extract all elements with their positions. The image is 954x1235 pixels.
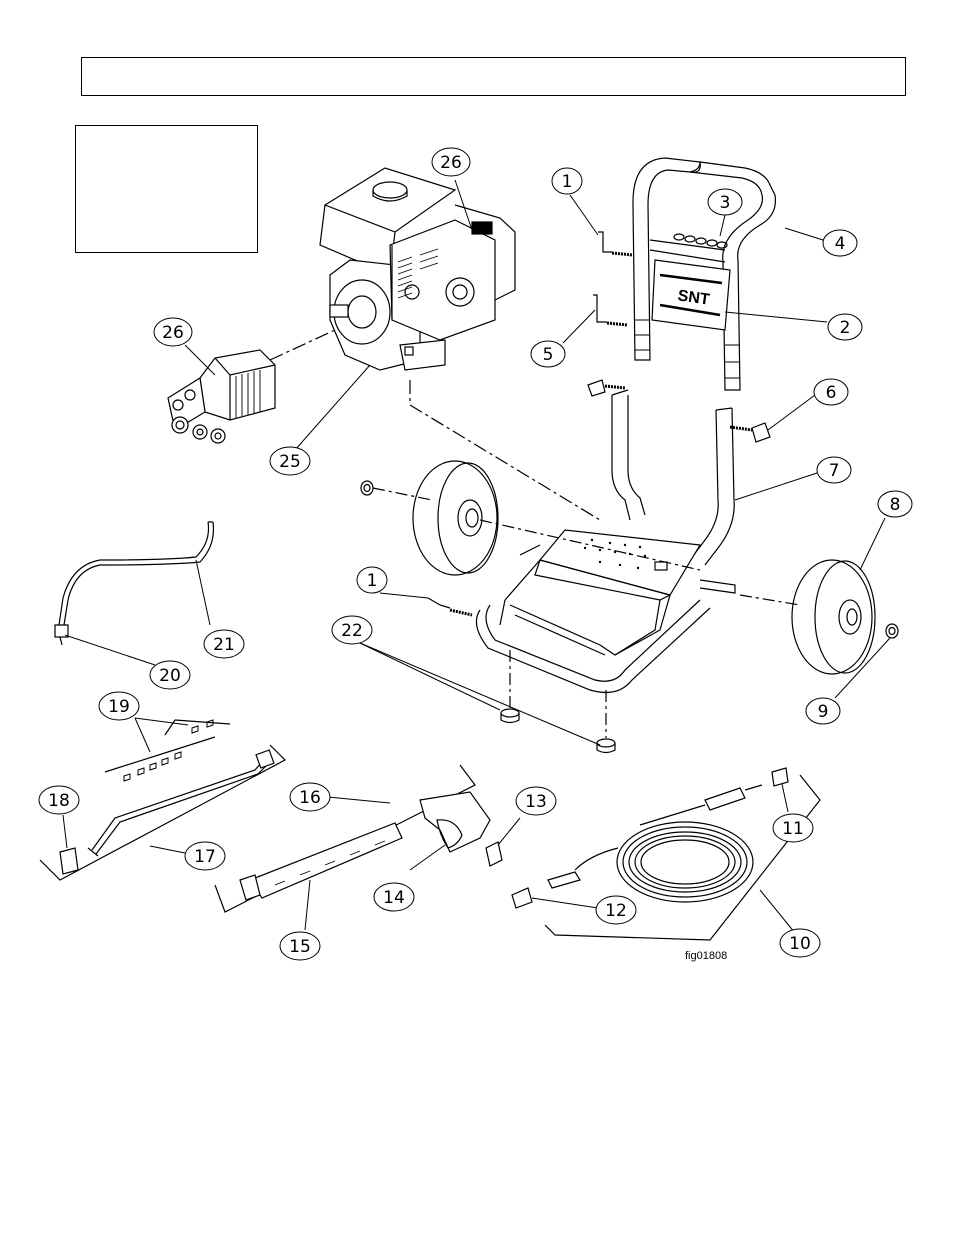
callout-21: 21 bbox=[203, 629, 245, 659]
svg-text:13: 13 bbox=[525, 792, 547, 812]
callout-4: 4 bbox=[822, 229, 858, 257]
wheel-right bbox=[791, 559, 899, 675]
figure-id-label: fig01808 bbox=[685, 950, 728, 962]
nozzles bbox=[104, 719, 231, 782]
callout-26: 26 bbox=[153, 317, 193, 347]
callout-7: 7 bbox=[816, 456, 852, 484]
callout-2: 2 bbox=[827, 313, 863, 341]
callout-17: 17 bbox=[184, 841, 226, 871]
svg-text:26: 26 bbox=[162, 323, 184, 343]
svg-text:20: 20 bbox=[159, 666, 181, 686]
callout-10: 10 bbox=[779, 928, 821, 958]
engine bbox=[319, 167, 516, 371]
svg-text:4: 4 bbox=[835, 234, 846, 254]
svg-text:22: 22 bbox=[341, 621, 363, 641]
svg-text:14: 14 bbox=[383, 888, 405, 908]
callout-16: 16 bbox=[289, 782, 331, 812]
callout-13: 13 bbox=[515, 786, 557, 816]
svg-text:6: 6 bbox=[826, 383, 837, 403]
svg-text:5: 5 bbox=[543, 345, 554, 365]
rubber-feet bbox=[500, 650, 616, 754]
svg-text:25: 25 bbox=[279, 452, 301, 472]
svg-text:12: 12 bbox=[605, 901, 627, 921]
engine-frame-centerline bbox=[409, 380, 601, 521]
svg-text:8: 8 bbox=[890, 495, 901, 515]
callout-23: 26 bbox=[431, 147, 471, 177]
svg-text:1: 1 bbox=[562, 172, 573, 192]
svg-text:18: 18 bbox=[48, 791, 70, 811]
svg-text:11: 11 bbox=[782, 819, 804, 839]
header-title-box bbox=[81, 57, 906, 96]
svg-text:19: 19 bbox=[108, 697, 130, 717]
callout-1a: 1 bbox=[551, 167, 583, 195]
leader-lines bbox=[62, 179, 891, 934]
pump-engine-centerline bbox=[269, 329, 336, 361]
svg-text:15: 15 bbox=[289, 937, 311, 957]
callouts: 26 1 3 4 2 5 26 6 25 7 8 1 22 21 20 9 19… bbox=[38, 147, 913, 961]
handle: SNT bbox=[593, 157, 777, 391]
callout-19: 19 bbox=[98, 691, 140, 721]
callout-18: 18 bbox=[38, 785, 80, 815]
callout-15: 15 bbox=[279, 931, 321, 961]
lance bbox=[39, 744, 286, 881]
siphon-hose bbox=[54, 521, 215, 646]
svg-text:2: 2 bbox=[840, 318, 851, 338]
callout-20: 20 bbox=[149, 660, 191, 690]
callout-12: 12 bbox=[595, 895, 637, 925]
svg-text:7: 7 bbox=[829, 461, 840, 481]
high-pressure-hose bbox=[511, 767, 821, 941]
callout-5: 5 bbox=[530, 340, 566, 368]
pump bbox=[167, 349, 276, 444]
callout-6: 6 bbox=[813, 378, 849, 406]
svg-text:16: 16 bbox=[299, 788, 321, 808]
frame bbox=[475, 379, 771, 693]
brand-plate-text: SNT bbox=[677, 287, 711, 308]
svg-text:10: 10 bbox=[789, 934, 811, 954]
callout-22: 22 bbox=[331, 615, 373, 645]
callout-25: 25 bbox=[269, 446, 311, 476]
callout-9: 9 bbox=[805, 697, 841, 725]
callout-8: 8 bbox=[877, 490, 913, 518]
spray-gun bbox=[214, 764, 503, 913]
callout-11: 11 bbox=[772, 813, 814, 843]
svg-text:9: 9 bbox=[818, 702, 829, 722]
svg-text:17: 17 bbox=[194, 847, 216, 867]
callout-3: 3 bbox=[707, 188, 743, 216]
svg-text:1: 1 bbox=[367, 571, 378, 591]
callout-1b: 1 bbox=[356, 566, 388, 594]
wheel-left bbox=[360, 460, 499, 576]
svg-text:3: 3 bbox=[720, 193, 731, 213]
side-info-box bbox=[75, 125, 258, 253]
callout-14: 14 bbox=[373, 882, 415, 912]
svg-text:26: 26 bbox=[440, 153, 462, 173]
svg-text:21: 21 bbox=[213, 635, 235, 655]
